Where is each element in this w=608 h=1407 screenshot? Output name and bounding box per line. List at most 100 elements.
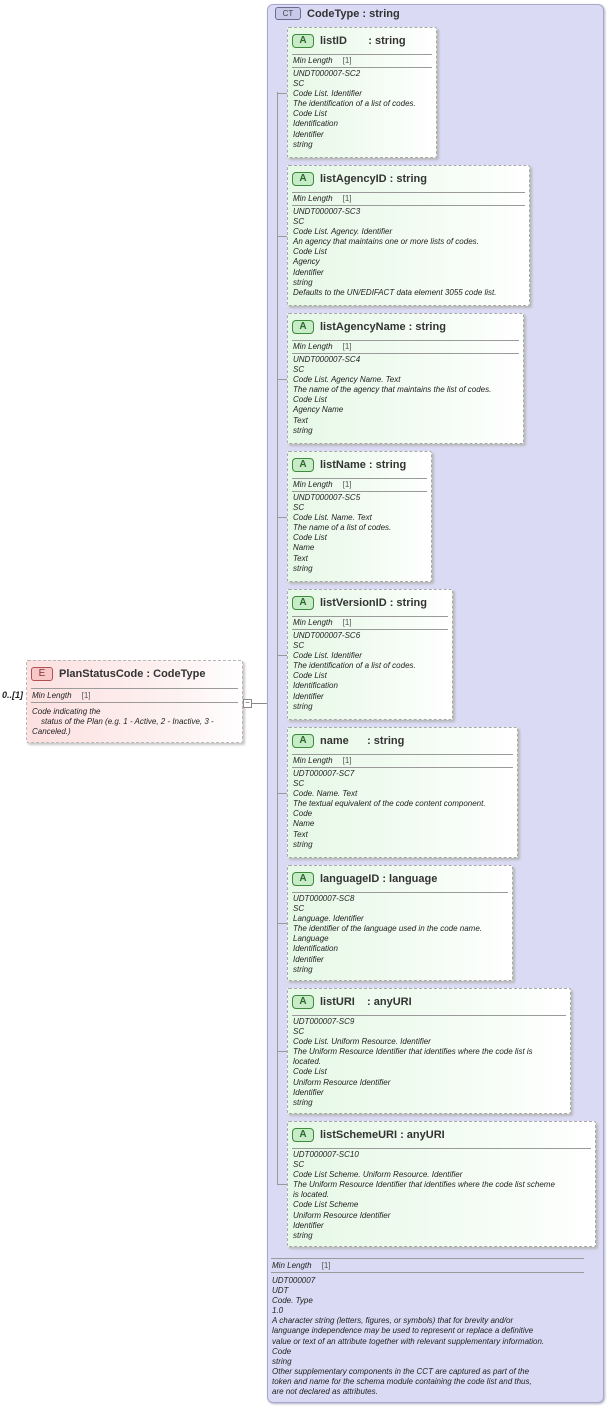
doc-line: string <box>293 1097 313 1107</box>
doc-line: The name of the agency that maintains th… <box>293 385 492 395</box>
doc-line: Other supplementary components in the CC… <box>272 1366 530 1376</box>
attribute-divider <box>292 892 508 893</box>
facet-value: [1] <box>342 618 352 627</box>
facet-label: Min Length <box>293 618 333 627</box>
doc-line: The textual equivalent of the code conte… <box>293 799 486 809</box>
doc-line: The Uniform Resource Identifier that ide… <box>293 1180 555 1190</box>
doc-line: Code List. Name. Text <box>293 513 372 523</box>
doc-line: Uniform Resource Identifier <box>293 1210 391 1220</box>
complex-type-divider <box>271 1258 584 1259</box>
attribute-branch-line <box>277 1184 287 1185</box>
doc-line: The identification of a list of codes. <box>293 99 416 109</box>
doc-line: SC <box>293 1027 305 1037</box>
doc-line: SC <box>293 904 305 914</box>
doc-line: located. <box>293 1057 322 1067</box>
attribute-divider <box>292 629 448 630</box>
element-badge-icon: E <box>31 667 53 681</box>
complex-type-title: CodeType : string <box>307 7 400 20</box>
attribute-branch-line <box>277 93 287 94</box>
doc-line: UNDT000007-SC5 <box>293 493 361 502</box>
attribute-connector-line <box>277 92 278 1184</box>
doc-line: UNDT000007-SC6 <box>293 631 361 640</box>
element-plan-status-code[interactable]: E PlanStatusCode : CodeType Min Length[1… <box>26 660 243 743</box>
facet-value: [1] <box>342 480 352 489</box>
doc-line: UDT000007-SC8 <box>293 894 355 903</box>
attribute-badge-icon: A <box>292 1128 314 1142</box>
doc-line: Identifier <box>293 954 324 964</box>
doc-line: Canceled.) <box>32 727 71 736</box>
attribute-badge-icon: A <box>292 596 314 610</box>
complex-type-badge-icon: CT <box>275 7 301 20</box>
doc-line: Identification <box>293 681 338 691</box>
facet-label: Min Length <box>293 56 333 65</box>
attribute-facet: Min Length[1] <box>293 480 352 489</box>
doc-line: are not declared as attributes. <box>272 1387 378 1397</box>
facet-label: Min Length <box>293 342 333 351</box>
attribute-facet: Min Length [1] <box>293 342 352 351</box>
doc-line: Code List <box>293 533 327 543</box>
doc-line: is located. <box>293 1190 330 1200</box>
doc-line: UNDT000007-SC3 <box>293 207 361 216</box>
facet-value: [1] <box>342 194 352 203</box>
doc-line: string <box>293 839 313 849</box>
attribute-divider <box>292 491 427 492</box>
element-documentation: Code indicating the status of the Plan (… <box>32 707 242 737</box>
doc-line: The name of a list of codes. <box>293 523 392 533</box>
attribute-divider <box>292 192 525 193</box>
facet-label: Min Length <box>293 756 333 765</box>
complex-type-header: CT CodeType : string <box>275 7 400 20</box>
doc-line: Identifier <box>293 267 324 277</box>
doc-line: Name <box>293 543 315 553</box>
attribute-divider <box>292 353 519 354</box>
complex-type-facet: Min Length[1] <box>272 1261 331 1270</box>
attribute-name: listID : string <box>320 35 406 47</box>
doc-line: 1.0 <box>272 1306 284 1316</box>
doc-line: string <box>293 425 313 435</box>
doc-line: string <box>293 1230 313 1240</box>
attribute-branch-line <box>277 379 287 380</box>
doc-line: UDT000007 <box>272 1276 316 1285</box>
attribute-name: listName : string <box>320 459 407 471</box>
doc-line: UNDT000007-SC4 <box>293 355 361 364</box>
doc-line: Code List <box>293 1067 327 1077</box>
attribute-facet: Min Length[1] <box>293 756 352 765</box>
doc-line: UNDT000007-SC2 <box>293 69 361 78</box>
attribute-branch-line <box>277 655 287 656</box>
facet-label: Min Length <box>293 194 333 203</box>
attribute-divider <box>292 767 513 768</box>
doc-line: Code List <box>293 247 327 257</box>
doc-line: Code List. Uniform Resource. Identifier <box>293 1037 431 1047</box>
attribute-badge-icon: A <box>292 34 314 48</box>
doc-line: A character string (letters, figures, or… <box>272 1316 514 1326</box>
facet-label: Min Length <box>32 691 72 700</box>
doc-line: Text <box>293 553 308 563</box>
facet-value: [1] <box>342 342 352 351</box>
element-title: PlanStatusCode : CodeType <box>59 668 206 680</box>
doc-line: UDT000007-SC7 <box>293 769 355 778</box>
attribute-name: listVersionID : string <box>320 597 427 609</box>
doc-line: Text <box>293 829 308 839</box>
collapse-icon[interactable]: − <box>243 699 252 708</box>
attribute-badge-icon: A <box>292 872 314 886</box>
attribute-divider <box>292 616 448 617</box>
doc-line: Defaults to the UN/EDIFACT data element … <box>293 287 497 297</box>
doc-line: status of the Plan (e.g. 1 - Active, 2 -… <box>41 717 214 726</box>
attribute-branch-line <box>277 517 287 518</box>
